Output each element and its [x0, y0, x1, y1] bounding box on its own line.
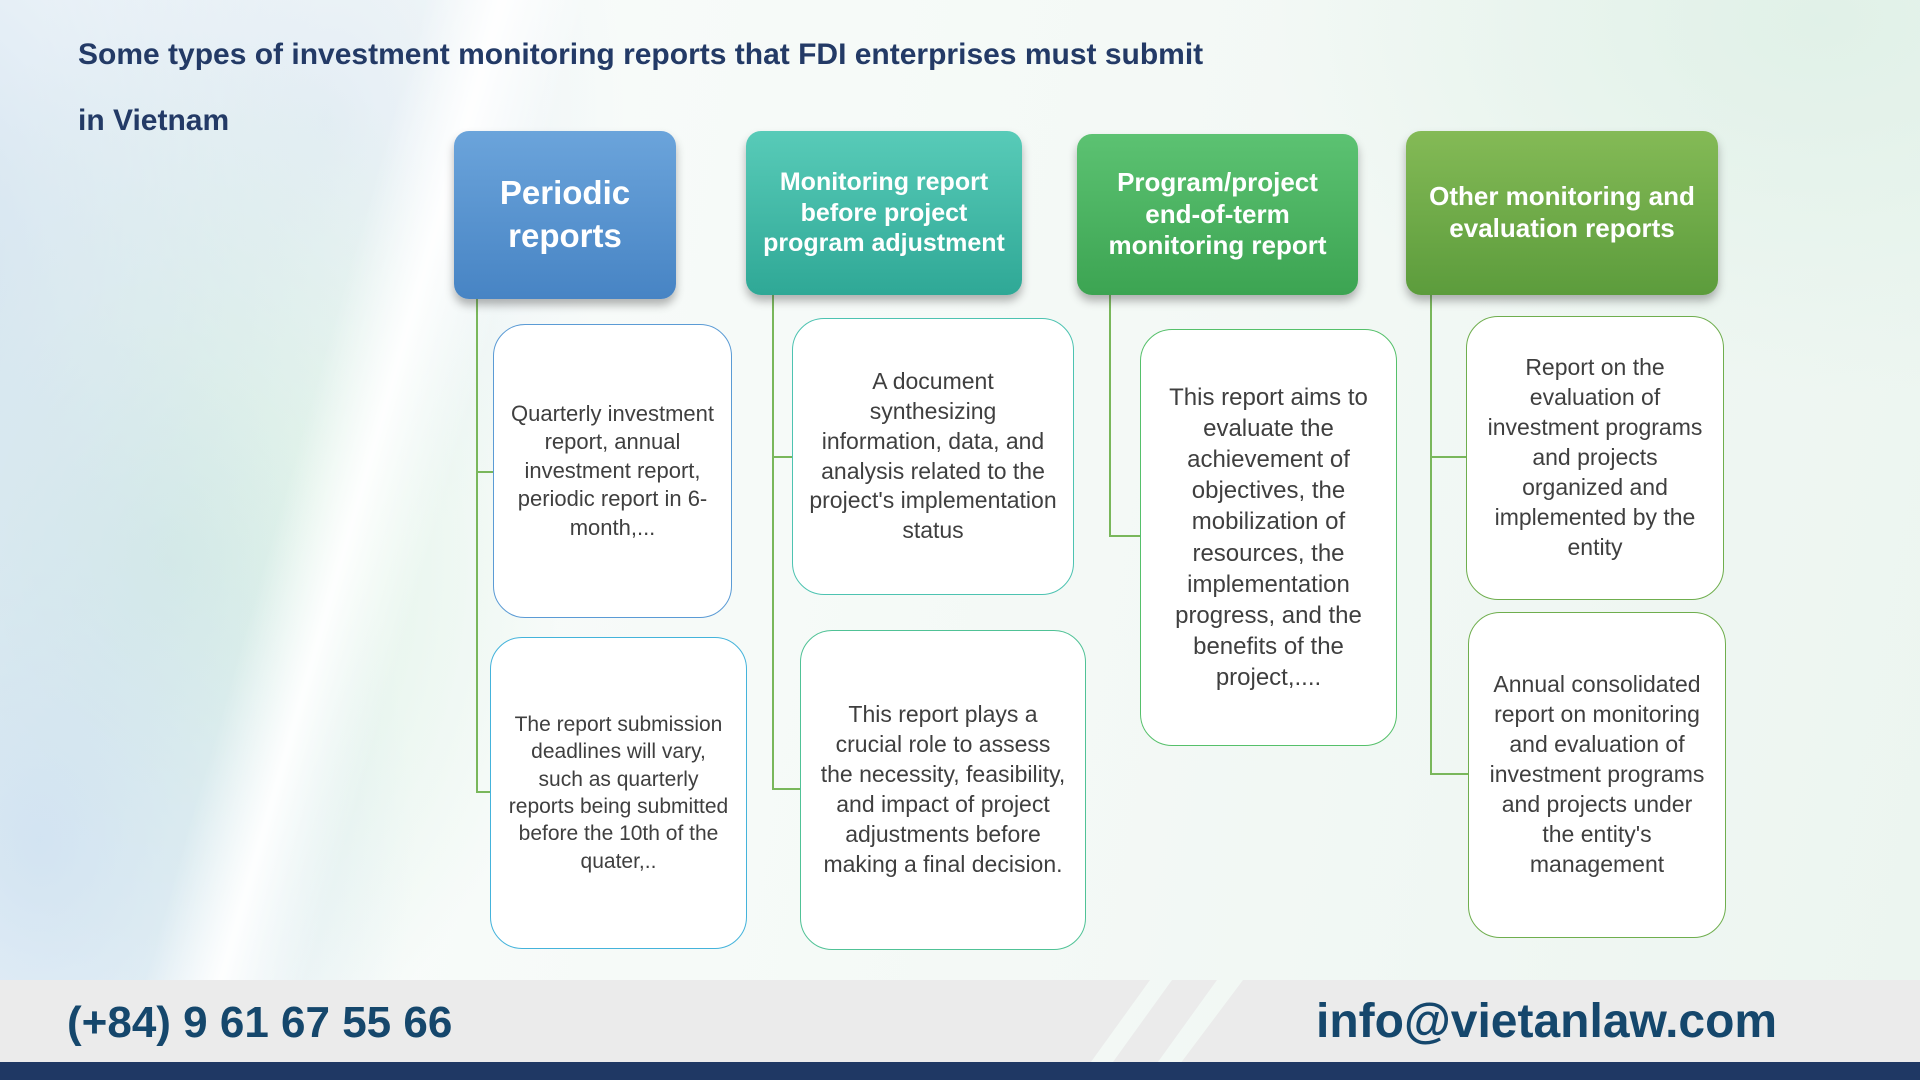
report-box-evaluation-entity: Report on the evaluation of investment p… [1466, 316, 1724, 600]
report-box-periodic-deadlines: The report submission deadlines will var… [490, 637, 747, 949]
report-box-end-of-term-aims: This report aims to evaluate the achieve… [1140, 329, 1397, 746]
header-periodic-reports: Periodic reports [454, 131, 676, 299]
report-box-adjustment-role: This report plays a crucial role to asse… [800, 630, 1086, 950]
header-other-monitoring-evaluation: Other monitoring and evaluation reports [1406, 131, 1718, 295]
report-box-annual-consolidated: Annual consolidated report on monitoring… [1468, 612, 1726, 938]
connector-line [476, 791, 490, 793]
header-end-of-term-monitoring: Program/project end-of-term monitoring r… [1077, 134, 1358, 295]
footer-navy-strip [0, 1062, 1920, 1080]
connector-line [476, 471, 493, 473]
connector-line [772, 295, 774, 790]
connector-line [772, 456, 792, 458]
connector-line [1430, 773, 1468, 775]
connector-line [1430, 456, 1466, 458]
connector-line [1109, 535, 1140, 537]
report-box-adjustment-document: A document synthesizing information, dat… [792, 318, 1074, 595]
connector-line [476, 299, 478, 793]
connector-line [1109, 295, 1111, 537]
footer-phone-number: (+84) 9 61 67 55 66 [67, 998, 453, 1047]
header-monitoring-before-adjustment: Monitoring report before project program… [746, 131, 1022, 295]
footer-email: info@vietanlaw.com [1316, 995, 1778, 1048]
report-box-periodic-types: Quarterly investment report, annual inve… [493, 324, 732, 618]
connector-line [1430, 295, 1432, 775]
connector-line [772, 788, 800, 790]
page-title-line-1: Some types of investment monitoring repo… [78, 38, 1204, 71]
page-title-line-2: in Vietnam [78, 104, 230, 137]
